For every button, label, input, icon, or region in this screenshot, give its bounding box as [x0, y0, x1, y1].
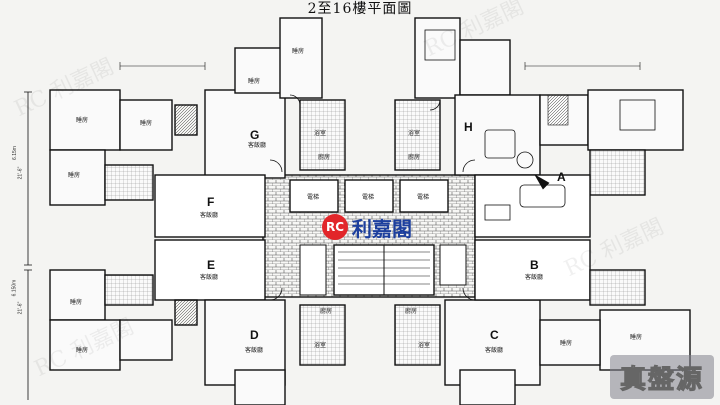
unit-label-f: F	[207, 195, 215, 209]
room-label-bedroom: 睡房	[68, 172, 81, 179]
unit-label-g: G	[250, 128, 260, 142]
room-label-living-dining: 客飯廳	[525, 274, 544, 281]
room-label-bedroom: 睡房	[248, 78, 261, 85]
room-label-living-dining: 客飯廳	[485, 347, 504, 354]
unit-label-a: A	[557, 170, 566, 184]
room-label-living-dining: 客飯廳	[200, 212, 219, 219]
agency-name: 利嘉閣	[352, 216, 412, 241]
room-label-living-dining: 客飯廳	[248, 142, 267, 149]
room-label-bedroom: 睡房	[76, 117, 89, 124]
dimension-label: 21'-6"	[17, 166, 24, 180]
room-label-lift: 電梯	[307, 194, 320, 201]
unit-label-h: H	[464, 120, 473, 134]
dimension-label: 21'-6"	[17, 301, 24, 315]
watermark-logo: 真盤源	[610, 355, 714, 399]
unit-label-c: C	[490, 328, 499, 342]
agency-badge: RC 利嘉閣	[322, 212, 412, 242]
agency-logo-icon: RC	[322, 214, 348, 240]
watermark-text: 真盤源	[619, 364, 704, 395]
room-label-lift: 電梯	[417, 194, 430, 201]
room-label-living-dining: 客飯廳	[200, 274, 219, 281]
room-label-bathroom: 浴室	[418, 342, 431, 349]
room-label-bedroom: 睡房	[630, 334, 643, 341]
unit-label-d: D	[250, 328, 259, 342]
room-label-bedroom: 睡房	[76, 347, 89, 354]
room-label-bathroom: 浴室	[314, 130, 327, 137]
floor-plan-title: 2至16樓平面圖	[307, 1, 413, 17]
unit-label-e: E	[207, 258, 216, 272]
room-label-bedroom: 睡房	[560, 340, 573, 347]
room-label-bedroom: 睡房	[140, 120, 153, 127]
room-label-bathroom: 浴室	[408, 130, 421, 137]
room-label-kitchen: 廚房	[318, 154, 331, 161]
room-label-kitchen: 廚房	[405, 308, 418, 315]
dimension-label: 6.15m	[11, 146, 18, 160]
room-label-living-dining: 客飯廳	[245, 347, 264, 354]
room-label-kitchen: 廚房	[320, 308, 333, 315]
room-label-bathroom: 浴室	[314, 342, 327, 349]
unit-label-b: B	[530, 258, 539, 272]
room-label-bedroom: 睡房	[292, 48, 305, 55]
room-label-bedroom: 睡房	[70, 299, 83, 306]
dimension-label: 6.150m	[11, 279, 18, 297]
room-label-kitchen: 廚房	[408, 154, 421, 161]
room-label-lift: 電梯	[362, 194, 375, 201]
